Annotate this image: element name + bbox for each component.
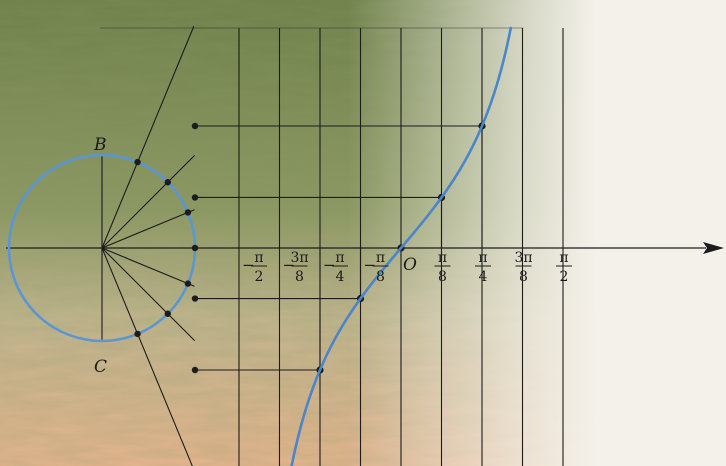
circle-point xyxy=(184,209,192,216)
tick-denominator: 2 xyxy=(560,269,569,285)
tick-numerator: π xyxy=(478,250,487,266)
circle-point xyxy=(164,310,171,317)
tick-label-pi-4: π4 xyxy=(475,250,491,285)
x-axis-arrowhead xyxy=(703,242,724,254)
tangent-line-point xyxy=(191,366,199,374)
angle-ray xyxy=(101,247,196,342)
tick-label-pi-2: π2 xyxy=(556,250,572,285)
circle-point xyxy=(134,330,141,338)
tick-denominator: 4 xyxy=(479,269,488,285)
tangent-origin-point xyxy=(191,244,199,252)
tick-denominator: 8 xyxy=(438,269,447,285)
angle-ray xyxy=(101,247,193,466)
angle-ray xyxy=(101,209,195,249)
tick-numerator: 3π xyxy=(514,250,532,266)
tick-label-neg-pi-2: −π 2 xyxy=(242,250,267,285)
label-o: O xyxy=(403,255,417,275)
label-b: B xyxy=(93,135,107,155)
tick-sign: − xyxy=(242,256,255,274)
tick-label-neg-pi-8: −π 8 xyxy=(364,250,389,285)
angle-ray xyxy=(101,247,195,287)
circle-point xyxy=(184,280,192,287)
circle-point xyxy=(134,158,141,166)
tick-numerator: π xyxy=(559,250,568,266)
tick-numerator: π xyxy=(335,250,344,266)
tangent-line-point xyxy=(191,295,199,302)
circle-point xyxy=(164,179,171,186)
tick-numerator: 3π xyxy=(290,250,308,266)
tick-sign: − xyxy=(364,256,377,274)
angle-ray xyxy=(101,154,196,249)
tick-denominator: 8 xyxy=(519,269,528,285)
tangent-line-point xyxy=(191,194,199,201)
tick-numerator: π xyxy=(254,250,263,266)
tangent-curve xyxy=(290,26,513,466)
tick-denominator: 8 xyxy=(295,269,304,285)
tangent-line-point xyxy=(191,122,199,130)
tick-label-neg-pi-4: −π 4 xyxy=(323,250,348,285)
tick-denominator: 8 xyxy=(376,269,385,285)
tick-numerator: π xyxy=(438,250,447,266)
tick-sign: − xyxy=(323,256,336,274)
tick-denominator: 4 xyxy=(336,269,345,285)
tick-numerator: π xyxy=(376,250,385,266)
tick-denominator: 2 xyxy=(255,269,264,285)
tick-label-3pi-8: 3π8 xyxy=(514,250,532,285)
tick-label-neg-3pi-8: −3π 8 xyxy=(283,250,309,285)
tick-sign: − xyxy=(283,256,296,274)
label-c: C xyxy=(94,357,107,377)
angle-ray xyxy=(101,26,195,249)
tick-label-pi-8: π8 xyxy=(434,250,451,285)
